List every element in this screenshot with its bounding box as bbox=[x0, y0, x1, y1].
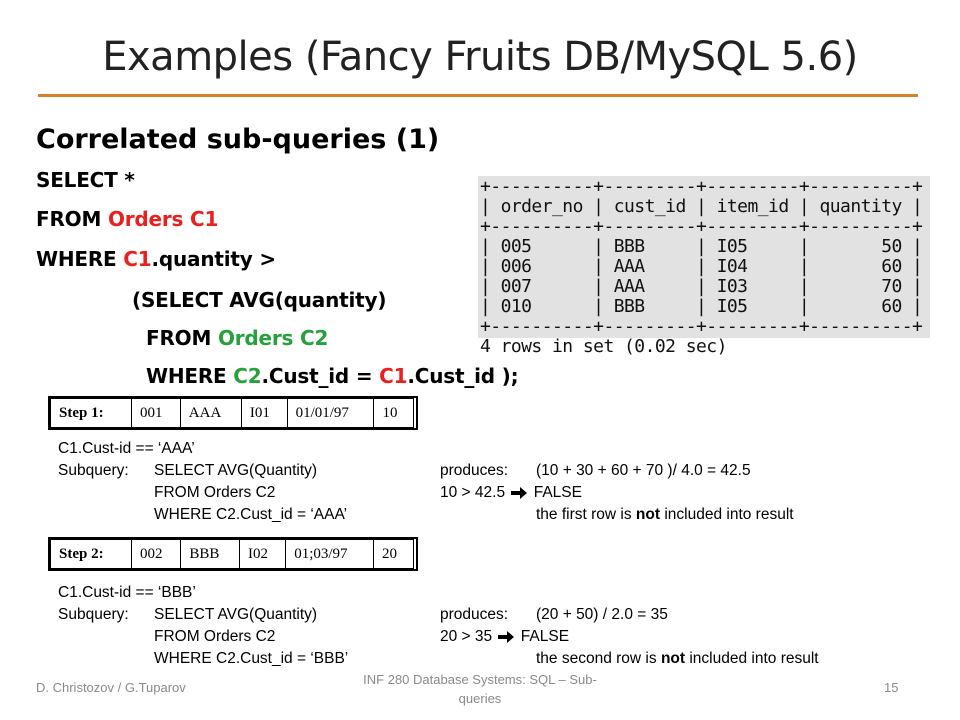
keyword: FROM bbox=[36, 207, 108, 231]
step1-row-box bbox=[48, 396, 418, 430]
step2-note: the second row is not included into resu… bbox=[536, 650, 819, 668]
step2-produces-value: (20 + 50) / 2.0 = 35 bbox=[536, 606, 668, 623]
slide-title: Examples (Fancy Fruits DB/MySQL 5.6) bbox=[102, 34, 858, 80]
cell-item-id: I02 bbox=[238, 539, 287, 569]
step1-produces-label: produces: bbox=[440, 462, 509, 479]
keyword: WHERE bbox=[146, 364, 234, 388]
subquery-where: WHERE C2.Cust_id = C1.Cust_id ); bbox=[146, 364, 519, 388]
slide-number: 15 bbox=[884, 680, 899, 695]
step1-subquery-line3: WHERE C2.Cust_id = ‘AAA’ bbox=[154, 506, 348, 523]
mysql-result-output: +----------+---------+---------+--------… bbox=[478, 176, 930, 357]
right-arrow-icon bbox=[511, 486, 528, 499]
step1-cust-condition: C1.Cust-id == ‘AAA’ bbox=[58, 440, 195, 457]
table-alias-c1: Orders C1 bbox=[107, 207, 219, 231]
alias-c1: C1 bbox=[123, 247, 152, 271]
condition: .quantity > bbox=[151, 247, 277, 271]
comparison-result: FALSE bbox=[533, 484, 582, 501]
table-alias-c2: Orders C2 bbox=[217, 326, 329, 350]
query-line-from: FROM Orders C1 bbox=[36, 207, 218, 231]
step-label: Step 1: bbox=[50, 398, 132, 428]
subquery-select: (SELECT AVG(quantity) bbox=[132, 288, 387, 312]
cell-cust-id: AAA bbox=[179, 398, 242, 428]
step2-cust-condition: C1.Cust-id == ‘BBB’ bbox=[58, 584, 196, 601]
footer-author: D. Christozov / G.Tuparov bbox=[36, 680, 186, 695]
note-emphasis: not bbox=[660, 650, 686, 667]
cell-order-no: 002 bbox=[130, 539, 182, 569]
cell-item-id: I01 bbox=[240, 398, 288, 428]
query-line-select: SELECT * bbox=[36, 168, 135, 192]
note-text: included into result bbox=[685, 650, 819, 667]
query-line-where: WHERE C1.quantity > bbox=[36, 247, 276, 271]
step2-subquery-line3: WHERE C2.Cust_id = ‘BBB’ bbox=[154, 650, 349, 667]
result-table-text: +----------+---------+---------+--------… bbox=[480, 176, 923, 357]
condition: .Cust_id ); bbox=[407, 364, 519, 388]
subquery-from: FROM Orders C2 bbox=[146, 326, 328, 350]
step1-subquery-label: Subquery: bbox=[58, 462, 129, 479]
title-divider bbox=[38, 94, 918, 97]
cell-date: 01;03/97 bbox=[285, 539, 375, 569]
cell-quantity: 20 bbox=[373, 539, 414, 569]
step-label: Step 2: bbox=[50, 539, 132, 569]
note-text: the second row is bbox=[536, 650, 661, 667]
step2-subquery-line2: FROM Orders C2 bbox=[154, 628, 276, 645]
keyword: WHERE bbox=[36, 247, 124, 271]
note-emphasis: not bbox=[635, 506, 661, 523]
step1-subquery-line1: SELECT AVG(Quantity) bbox=[154, 462, 318, 479]
step2-produces-label: produces: bbox=[440, 606, 509, 623]
step1-comparison: 10 > 42.5 FALSE bbox=[440, 484, 582, 502]
keyword: FROM bbox=[146, 326, 218, 350]
right-arrow-icon bbox=[498, 630, 515, 643]
step2-row-box bbox=[48, 537, 418, 571]
comparison-text: 10 > 42.5 bbox=[440, 484, 506, 501]
step2-subquery-label: Subquery: bbox=[58, 606, 129, 623]
cell-cust-id: BBB bbox=[180, 539, 240, 569]
footer-course: INF 280 Database Systems: SQL – Sub-quer… bbox=[363, 672, 597, 706]
section-heading: Correlated sub-queries (1) bbox=[36, 124, 440, 155]
step1-produces-value: (10 + 30 + 60 + 70 )/ 4.0 = 42.5 bbox=[536, 462, 751, 479]
alias-c1: C1 bbox=[379, 364, 408, 388]
step1-subquery-line2: FROM Orders C2 bbox=[154, 484, 276, 501]
comparison-text: 20 > 35 bbox=[440, 628, 493, 645]
step1-row: Step 1: 001 AAA I01 01/01/97 10 bbox=[50, 398, 414, 428]
step1-note: the first row is not included into resul… bbox=[536, 506, 794, 524]
note-text: included into result bbox=[660, 506, 794, 523]
step2-comparison: 20 > 35 FALSE bbox=[440, 628, 569, 646]
note-text: the first row is bbox=[536, 506, 636, 523]
step2-row: Step 2: 002 BBB I02 01;03/97 20 bbox=[50, 539, 414, 569]
step2-subquery-line1: SELECT AVG(Quantity) bbox=[154, 606, 318, 623]
cell-order-no: 001 bbox=[131, 398, 181, 428]
alias-c2: C2 bbox=[233, 364, 262, 388]
condition: .Cust_id = bbox=[261, 364, 380, 388]
cell-quantity: 10 bbox=[373, 398, 414, 428]
comparison-result: FALSE bbox=[520, 628, 570, 645]
cell-date: 01/01/97 bbox=[286, 398, 375, 428]
